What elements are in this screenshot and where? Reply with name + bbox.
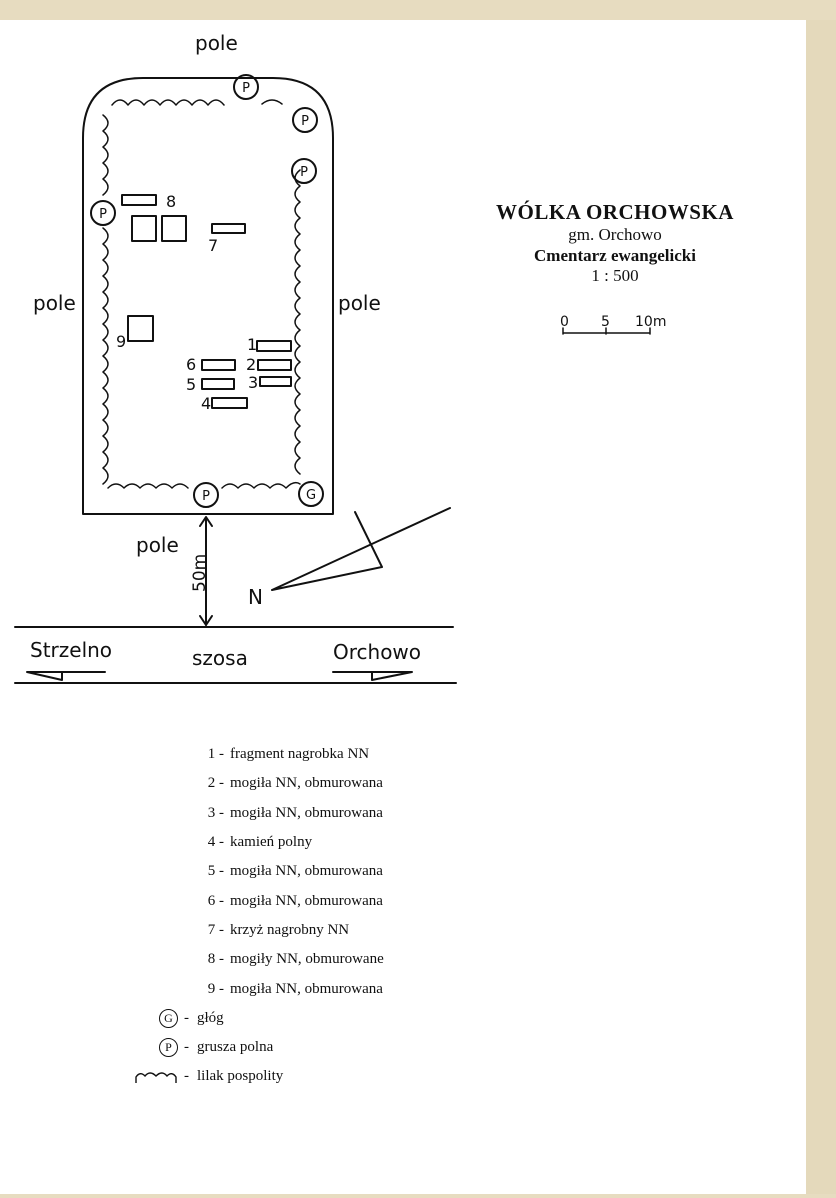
legend-symbol-pear: P - grusza polna [120,1033,450,1062]
grave-number-1: 1 [247,335,257,354]
grave-8c [161,215,187,242]
title-cemetery-type: Cmentarz ewangelicki [534,245,696,265]
pear-tree-marker [90,200,116,226]
legend-item: 7 - krzyż nagrobny NN [120,916,450,945]
grave-number-6: 6 [186,355,196,374]
legend-sep: - [184,1009,189,1026]
legend-text: grusza polna [197,1039,274,1056]
road-arrow-right [332,671,413,681]
distance-label: 50m [190,554,210,592]
legend-sep: - [184,1039,189,1056]
grave-number-5: 5 [186,375,196,394]
hawthorn-symbol-icon: G [159,1008,178,1028]
legend-item: 9 - mogiła NN, obmurowana [120,974,450,1003]
legend-text: fragment nagrobka NN [230,746,370,763]
grave-4 [211,397,248,409]
grave-8a [121,194,157,206]
legend-num: 6 - [207,892,224,909]
legend-text: mogiła NN, obmurowana [230,863,383,880]
legend-num: 5 - [207,863,224,880]
page-edge [806,20,836,1194]
legend-item: 4 - kamień polny [120,828,450,857]
legend-symbol-hawthorn: G - głóg [120,1004,450,1033]
grave-6 [201,359,236,371]
legend-num: 2 - [207,775,224,792]
lilac-symbol-icon [135,1072,177,1083]
grave-1 [256,340,292,352]
grave-9 [127,315,154,342]
legend: 1 - fragment nagrobka NN 2 - mogiła NN, … [120,740,450,1092]
pear-tree-marker [291,158,317,184]
legend-item: 5 - mogiła NN, obmurowana [120,857,450,886]
legend-item: 3 - mogiła NN, obmurowana [120,799,450,828]
grave-number-4: 4 [201,394,211,413]
road-label-szosa: szosa [192,646,248,670]
legend-num: 4 - [207,834,224,851]
legend-symbol-lilac: - lilak pospolity [120,1062,450,1091]
legend-num: 1 - [207,746,224,763]
label-left-field: pole [33,291,76,315]
legend-text: krzyż nagrobny NN [230,921,350,938]
scale-tick-5: 5 [601,314,610,330]
grave-7 [211,223,246,234]
legend-item: 8 - mogiły NN, obmurowane [120,945,450,974]
grave-5 [201,378,235,390]
hawthorn-marker [298,481,324,507]
road-label-strzelno: Strzelno [30,638,112,662]
legend-text: mogiła NN, obmurowana [230,804,383,821]
pear-tree-letter: P [202,489,210,504]
grave-number-9: 9 [116,332,126,351]
legend-item: 1 - fragment nagrobka NN [120,740,450,769]
legend-item: 6 - mogiła NN, obmurowana [120,886,450,915]
pear-tree-marker [193,482,219,508]
title-commune: gm. Orchowo [568,225,662,245]
legend-text: kamień polny [230,834,313,851]
legend-num: 3 - [207,804,224,821]
pear-symbol-icon: P [159,1038,178,1058]
legend-num: 9 - [207,980,224,997]
legend-text: lilak pospolity [197,1068,284,1085]
scale-tick-0: 0 [560,314,569,330]
grave-2 [257,359,292,371]
label-top-field: pole [195,31,238,55]
road-arrow-left [26,671,106,681]
legend-item: 2 - mogiła NN, obmurowana [120,769,450,798]
lilac-hedge [102,99,301,489]
grave-3 [259,376,292,387]
cemetery-boundary [82,77,334,515]
legend-text: mogiła NN, obmurowana [230,980,383,997]
grave-8b [131,215,157,242]
north-arrow [271,507,451,591]
north-label: N [248,585,263,609]
legend-sep: - [184,1068,189,1085]
pear-tree-letter: P [242,81,250,96]
pear-tree-marker [233,74,259,100]
grave-number-7: 7 [208,236,218,255]
legend-num: 8 - [207,951,224,968]
pear-tree-letter: P [301,114,309,129]
pear-tree-letter: P [300,165,308,180]
grave-number-2: 2 [246,355,256,374]
pear-tree-letter: P [99,207,107,222]
label-right-field: pole [338,291,381,315]
grave-number-3: 3 [248,373,258,392]
pear-tree-marker [292,107,318,133]
title-scale: 1 : 500 [591,265,639,285]
hawthorn-letter: G [306,488,316,503]
legend-text: mogiła NN, obmurowana [230,775,383,792]
scale-bar [562,327,651,335]
legend-num: 7 - [207,921,224,938]
legend-text: głóg [197,1009,224,1026]
scale-tick-10: 10m [635,314,666,330]
grave-number-8: 8 [166,192,176,211]
road-label-orchowo: Orchowo [333,640,421,664]
title-block: WÓLKA ORCHOWSKA gm. Orchowo Cmentarz ewa… [470,200,760,286]
label-bottom-field: pole [136,533,179,557]
title-village: WÓLKA ORCHOWSKA [496,200,734,224]
legend-text: mogiły NN, obmurowane [230,951,384,968]
legend-text: mogiła NN, obmurowana [230,892,383,909]
